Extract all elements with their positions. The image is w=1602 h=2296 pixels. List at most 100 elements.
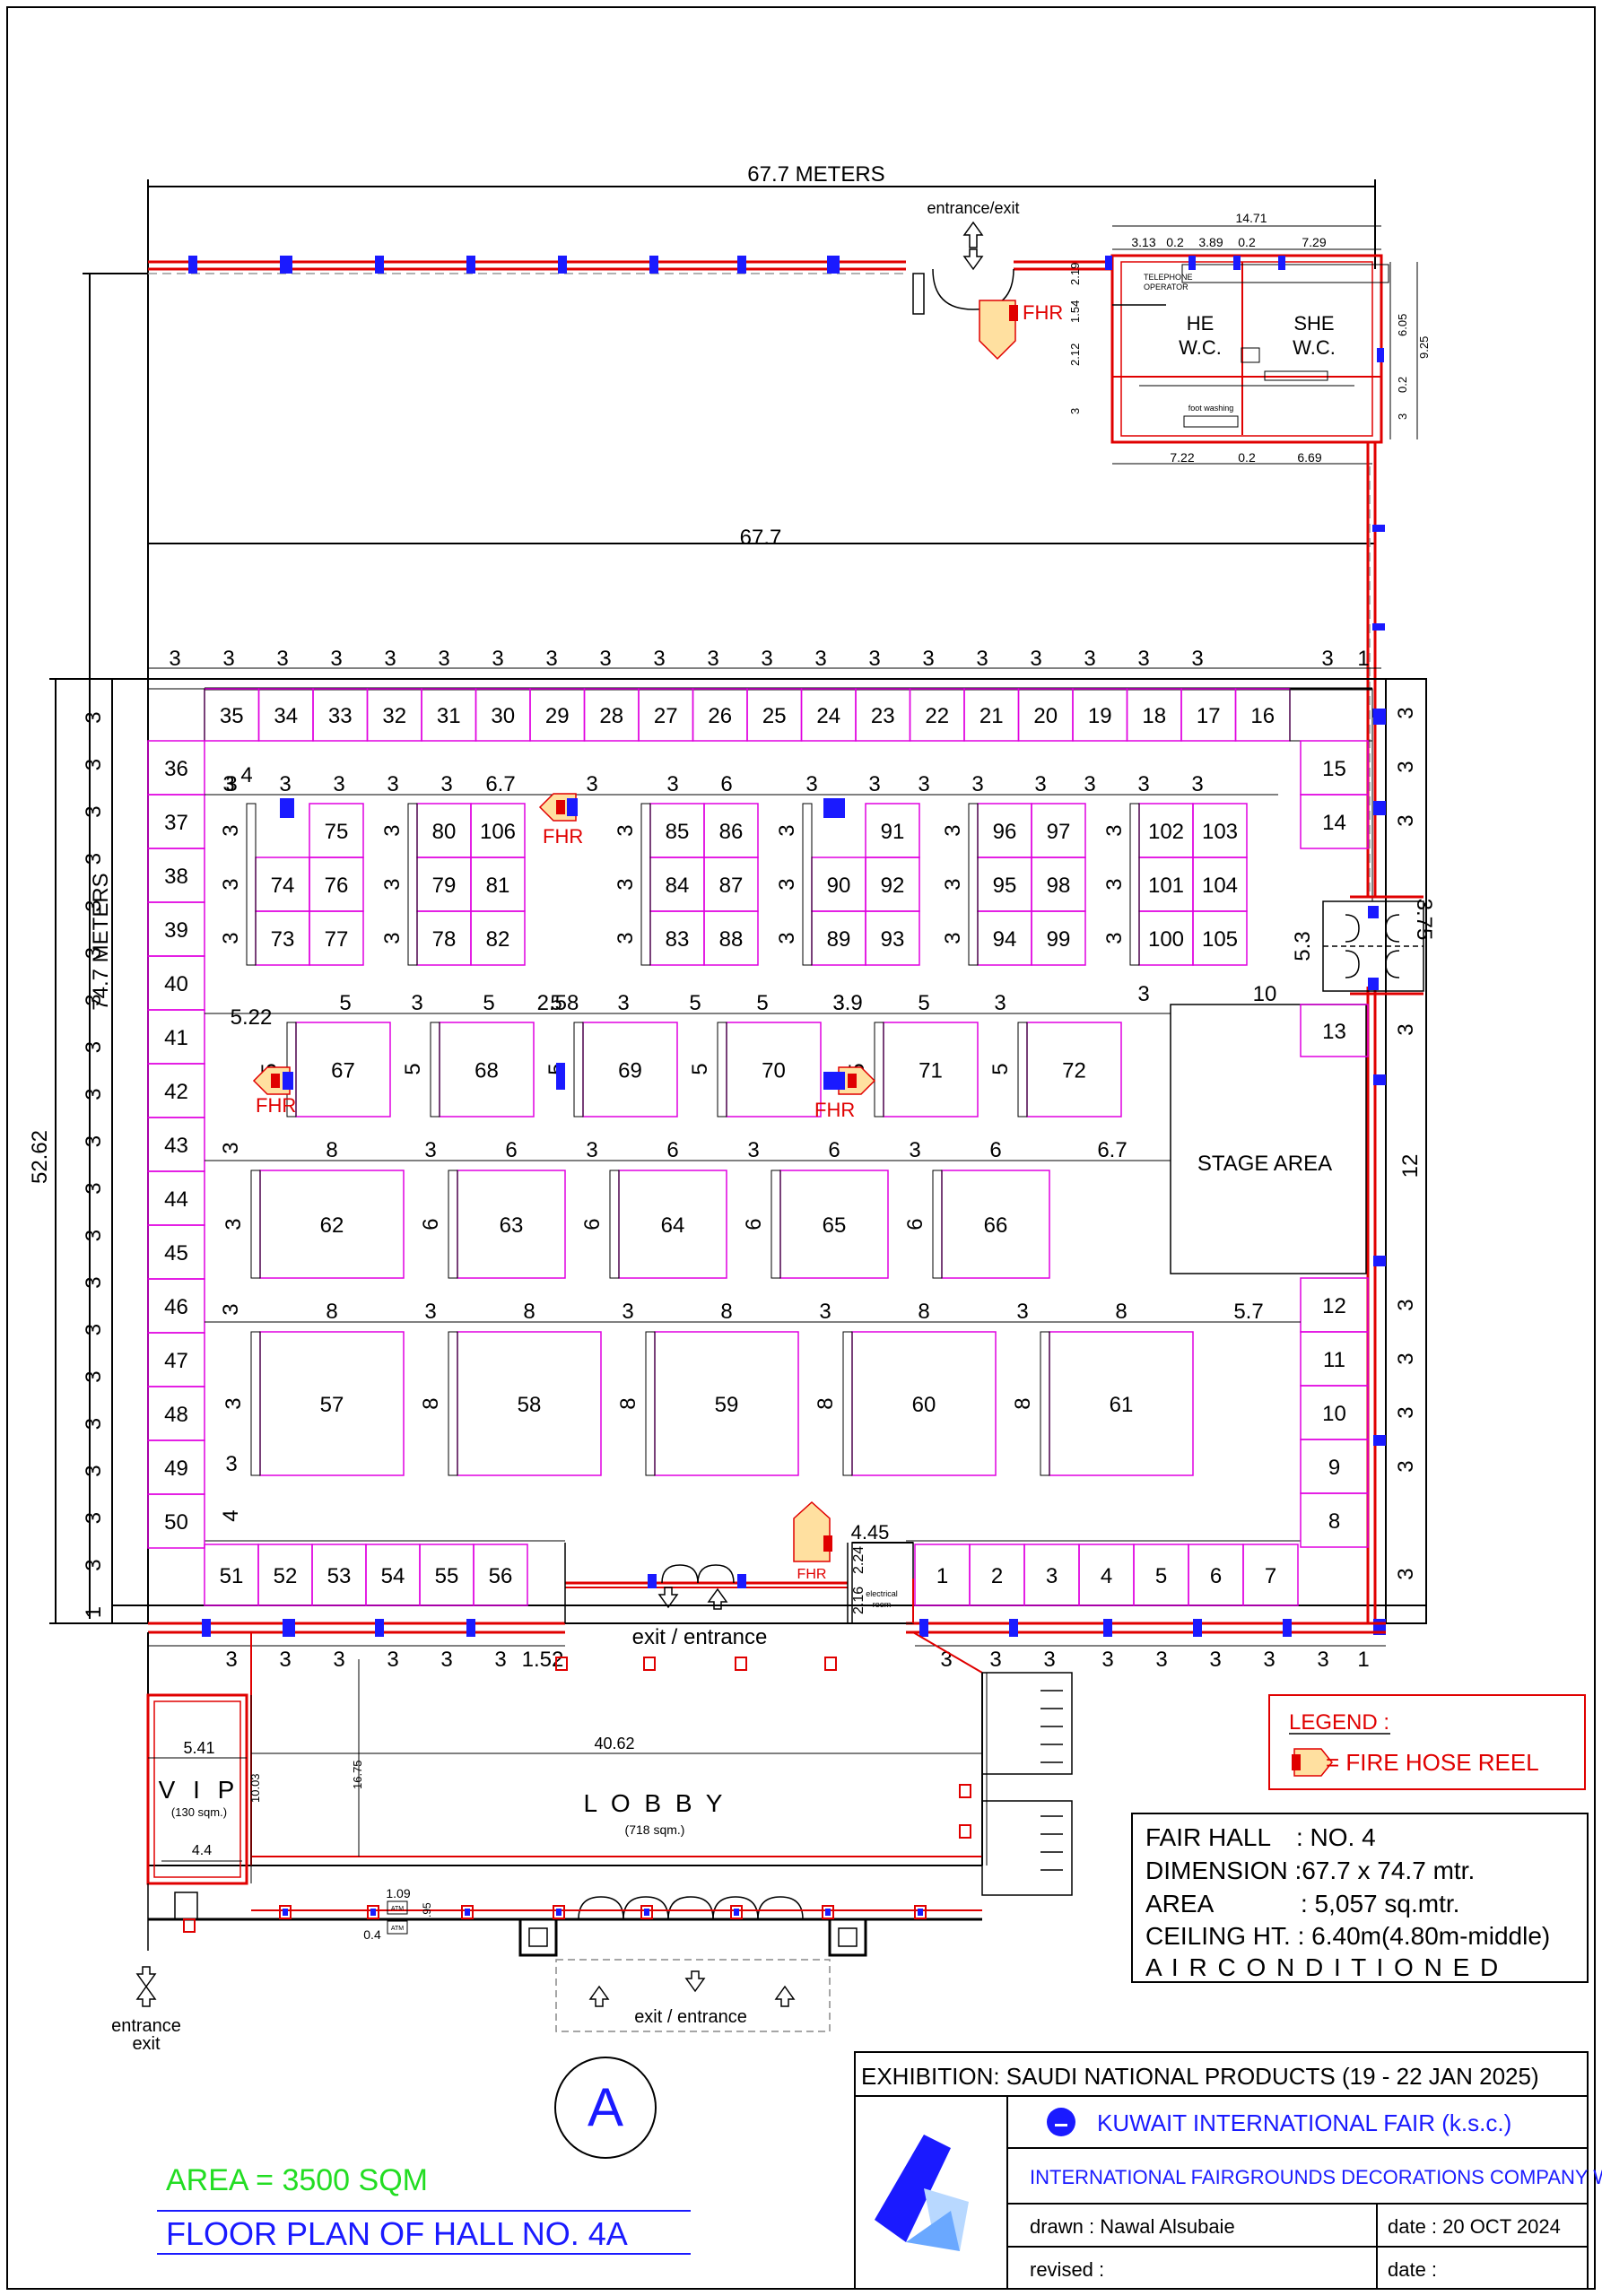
booth[interactable]: 14 — [1300, 794, 1369, 849]
booth[interactable]: 55 — [419, 1544, 475, 1606]
booth[interactable]: 75 — [309, 803, 364, 858]
booth[interactable]: 13 — [1300, 1004, 1369, 1057]
booth[interactable]: 34 — [257, 688, 314, 742]
booth[interactable]: 23 — [855, 688, 911, 742]
booth[interactable]: 21 — [963, 688, 1020, 742]
booth[interactable]: 97 — [1031, 803, 1086, 858]
booth[interactable]: 98 — [1031, 857, 1086, 912]
booth[interactable]: 70 — [726, 1022, 822, 1118]
booth[interactable]: 96 — [977, 803, 1032, 858]
booth[interactable]: 66 — [941, 1170, 1050, 1279]
booth[interactable]: 103 — [1192, 803, 1248, 858]
booth[interactable]: 83 — [649, 910, 705, 966]
booth[interactable]: 6 — [1188, 1544, 1244, 1606]
booth[interactable]: 62 — [259, 1170, 405, 1279]
booth[interactable]: 43 — [147, 1117, 205, 1172]
booth[interactable]: 33 — [312, 688, 369, 742]
booth[interactable]: 56 — [473, 1544, 528, 1606]
booth[interactable]: 49 — [147, 1439, 205, 1495]
booth[interactable]: 74 — [255, 857, 310, 912]
booth[interactable]: 17 — [1180, 688, 1237, 742]
booth[interactable]: 91 — [865, 803, 920, 858]
booth[interactable]: 10 — [1300, 1385, 1369, 1440]
booth[interactable]: 57 — [259, 1331, 405, 1476]
booth[interactable]: 100 — [1138, 910, 1194, 966]
booth[interactable]: 76 — [309, 857, 364, 912]
booth[interactable]: 24 — [800, 688, 857, 742]
booth[interactable]: 104 — [1192, 857, 1248, 912]
booth[interactable]: 72 — [1026, 1022, 1122, 1118]
booth[interactable]: 47 — [147, 1332, 205, 1387]
booth[interactable]: 69 — [582, 1022, 678, 1118]
booth[interactable]: 18 — [1126, 688, 1182, 742]
booth[interactable]: 36 — [147, 740, 205, 796]
booth[interactable]: 99 — [1031, 910, 1086, 966]
booth[interactable]: 38 — [147, 848, 205, 903]
booth[interactable]: 81 — [470, 857, 526, 912]
booth[interactable]: 106 — [470, 803, 526, 858]
booth[interactable]: 87 — [703, 857, 759, 912]
booth[interactable]: 31 — [421, 688, 477, 742]
booth[interactable]: 95 — [977, 857, 1032, 912]
booth[interactable]: 53 — [311, 1544, 367, 1606]
booth[interactable]: 1 — [914, 1544, 971, 1606]
booth[interactable]: 3 — [1023, 1544, 1080, 1606]
booth[interactable]: 8 — [1300, 1492, 1369, 1548]
booth[interactable]: 89 — [811, 910, 866, 966]
booth[interactable]: 60 — [851, 1331, 997, 1476]
booth[interactable]: 67 — [295, 1022, 391, 1118]
booth[interactable]: 84 — [649, 857, 705, 912]
booth[interactable]: 78 — [416, 910, 472, 966]
booth[interactable]: 28 — [583, 688, 640, 742]
booth[interactable]: 4 — [1078, 1544, 1135, 1606]
booth[interactable]: 77 — [309, 910, 364, 966]
booth[interactable]: 46 — [147, 1278, 205, 1334]
booth[interactable]: 85 — [649, 803, 705, 858]
booth[interactable]: 61 — [1049, 1331, 1194, 1476]
booth[interactable]: 93 — [865, 910, 920, 966]
booth[interactable]: 90 — [811, 857, 866, 912]
booth[interactable]: 105 — [1192, 910, 1248, 966]
booth[interactable]: 59 — [654, 1331, 799, 1476]
booth[interactable]: 22 — [909, 688, 965, 742]
booth[interactable]: 9 — [1300, 1439, 1369, 1494]
booth[interactable]: 42 — [147, 1063, 205, 1118]
booth[interactable]: 65 — [779, 1170, 889, 1279]
booth[interactable]: 26 — [692, 688, 748, 742]
booth[interactable]: 101 — [1138, 857, 1194, 912]
booth[interactable]: 73 — [255, 910, 310, 966]
booth[interactable]: 71 — [883, 1022, 979, 1118]
booth[interactable]: 5 — [1133, 1544, 1189, 1606]
booth[interactable]: 11 — [1300, 1331, 1369, 1387]
booth[interactable]: 51 — [204, 1544, 259, 1606]
booth[interactable]: 41 — [147, 1009, 205, 1065]
booth[interactable]: 2 — [969, 1544, 1025, 1606]
booth[interactable]: 32 — [366, 688, 422, 742]
booth[interactable]: 82 — [470, 910, 526, 966]
booth[interactable]: 80 — [416, 803, 472, 858]
booth[interactable]: 44 — [147, 1170, 205, 1226]
booth[interactable]: 7 — [1242, 1544, 1299, 1606]
booth[interactable]: 35 — [204, 688, 260, 742]
booth[interactable]: 68 — [439, 1022, 535, 1118]
booth[interactable]: 92 — [865, 857, 920, 912]
booth[interactable]: 88 — [703, 910, 759, 966]
booth[interactable]: 79 — [416, 857, 472, 912]
booth[interactable]: 94 — [977, 910, 1032, 966]
booth[interactable]: 25 — [746, 688, 803, 742]
booth[interactable]: 27 — [638, 688, 694, 742]
booth[interactable]: 58 — [457, 1331, 602, 1476]
booth[interactable]: 40 — [147, 955, 205, 1011]
booth[interactable]: 64 — [618, 1170, 727, 1279]
booth[interactable]: 39 — [147, 901, 205, 957]
booth[interactable]: 86 — [703, 803, 759, 858]
booth[interactable]: 15 — [1300, 740, 1369, 796]
booth[interactable]: 37 — [147, 794, 205, 849]
booth[interactable]: 50 — [147, 1493, 205, 1549]
booth[interactable]: 63 — [457, 1170, 566, 1279]
booth[interactable]: 20 — [1017, 688, 1074, 742]
booth[interactable]: 45 — [147, 1224, 205, 1280]
booth[interactable]: 52 — [257, 1544, 313, 1606]
booth[interactable]: 102 — [1138, 803, 1194, 858]
booth[interactable]: 16 — [1234, 688, 1291, 742]
